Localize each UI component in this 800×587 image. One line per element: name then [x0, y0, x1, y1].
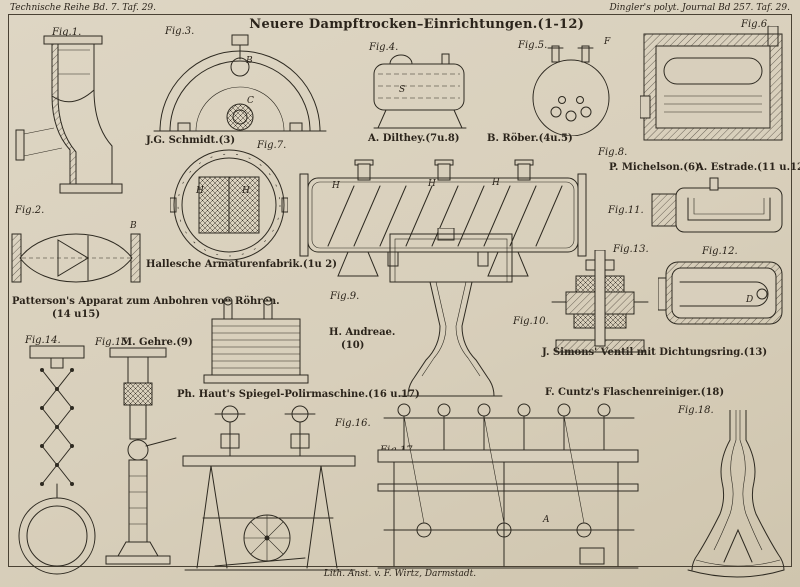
figure-label-18: Fig.18.: [678, 405, 714, 416]
figure-annotation: H: [492, 178, 500, 188]
figure-7-drawing: [170, 149, 288, 261]
figure-label-3: Fig.3.: [165, 26, 195, 37]
figure-label-4: Fig.4.: [369, 42, 399, 53]
figure-annotation: B: [246, 56, 253, 66]
figure-1: [14, 34, 142, 202]
figure-13: [548, 250, 652, 362]
figure-6-drawing: [640, 26, 783, 141]
figure-6: [640, 26, 788, 148]
figure-14-drawing: [18, 345, 96, 575]
figure-13-drawing: [551, 250, 649, 353]
lithographer-imprint: Lith. Anst. v. F. Wirtz, Darmstadt.: [323, 569, 477, 579]
plate-title: Neuere Dampftrocken–Einrichtungen.(1-12): [249, 17, 585, 32]
figure-17-drawing: [377, 403, 639, 569]
caption-haut: Ph. Haut's Spiegel-Polirmaschine.(16 u.1…: [177, 389, 420, 400]
figure-14: [14, 344, 100, 580]
caption-estrade: A. Estrade.(11 u.12): [696, 162, 800, 173]
caption-andreae-line2: (10): [341, 340, 365, 351]
figure-16-drawing: [182, 405, 356, 571]
figure-label-8: Fig.8.: [598, 147, 628, 158]
figure-5: [524, 44, 618, 136]
caption-simons: J. Simons' Ventil mit Dichtungsring.(13): [542, 347, 768, 358]
figure-10: [372, 228, 530, 402]
figure-label-13: Fig.13.: [613, 244, 649, 255]
figure-annotation: S: [399, 85, 406, 95]
figure-label-6: Fig.6.: [741, 19, 771, 30]
figure-label-16: Fig.16.: [335, 418, 371, 429]
figure-10-drawing: [389, 228, 513, 397]
figure-annotation: F: [604, 37, 611, 47]
figure-18-drawing: [687, 410, 785, 578]
caption-patterson-line2: (14 u15): [52, 309, 101, 320]
figure-17: [370, 398, 648, 580]
figure-4: [368, 48, 472, 134]
figure-3: [148, 33, 332, 137]
caption-dilthey: A. Dilthey.(7u.8): [368, 133, 460, 144]
figure-12-drawing: [658, 261, 783, 325]
figure-9: [190, 295, 325, 395]
figure-label-1: Fig.1.: [52, 27, 82, 38]
figure-3-drawing: [153, 34, 327, 132]
figure-16: [175, 398, 368, 580]
journal-imprint: Dingler's polyt. Journal Bd 257. Taf. 29…: [609, 3, 790, 13]
figure-11: [650, 176, 790, 246]
caption-andreae-line1: H. Andreae.: [329, 327, 396, 338]
series-imprint: Technische Reihe Bd. 7. Taf. 29.: [10, 3, 157, 13]
figure-12: [658, 254, 790, 338]
figure-annotation: H: [428, 179, 436, 189]
caption-schmidt: J.G. Schmidt.(3): [146, 135, 236, 146]
figure-label-11: Fig.11.: [608, 205, 644, 216]
figure-15: [98, 346, 178, 568]
figure-5-drawing: [532, 45, 610, 136]
caption-hallesche: Hallesche Armaturenfabrik.(1u 2): [146, 259, 337, 270]
figure-annotation: H: [332, 181, 340, 191]
figure-4-drawing: [373, 53, 467, 129]
figure-11-drawing: [651, 177, 783, 233]
figure-15-drawing: [105, 347, 177, 565]
figure-annotation: H: [242, 186, 250, 196]
caption-patterson-line1: Patterson's Apparat zum Anbohren von Röh…: [12, 296, 280, 307]
figure-7: [170, 148, 288, 262]
figure-18: [680, 410, 792, 580]
caption-gehre: M. Gehre.(9): [121, 337, 193, 348]
figure-label-10: Fig.10.: [513, 316, 549, 327]
figure-label-14: Fig.14.: [25, 335, 61, 346]
figure-2-drawing: [11, 233, 141, 283]
caption-cuntz: F. Cuntz's Flaschenreiniger.(18): [545, 387, 725, 398]
figure-annotation: A: [543, 515, 550, 525]
figure-label-7: Fig.7.: [257, 140, 287, 151]
caption-roeber: B. Röber.(4u.5): [487, 133, 573, 144]
figure-9-drawing: [203, 296, 309, 384]
figure-label-15: Fig.15.: [95, 337, 131, 348]
figure-2: [10, 214, 142, 300]
figure-annotation: B: [130, 221, 137, 231]
figure-annotation: C: [247, 96, 254, 106]
figure-1-drawing: [15, 35, 123, 194]
figure-label-12: Fig.12.: [702, 246, 738, 257]
caption-michelson: P. Michelson.(6): [609, 162, 700, 173]
figure-label-2: Fig.2.: [15, 205, 45, 216]
figure-label-5: Fig.5.: [518, 40, 548, 51]
figure-annotation: D: [746, 295, 754, 305]
figure-annotation: H: [196, 186, 204, 196]
figure-label-9: Fig.9.: [330, 291, 360, 302]
